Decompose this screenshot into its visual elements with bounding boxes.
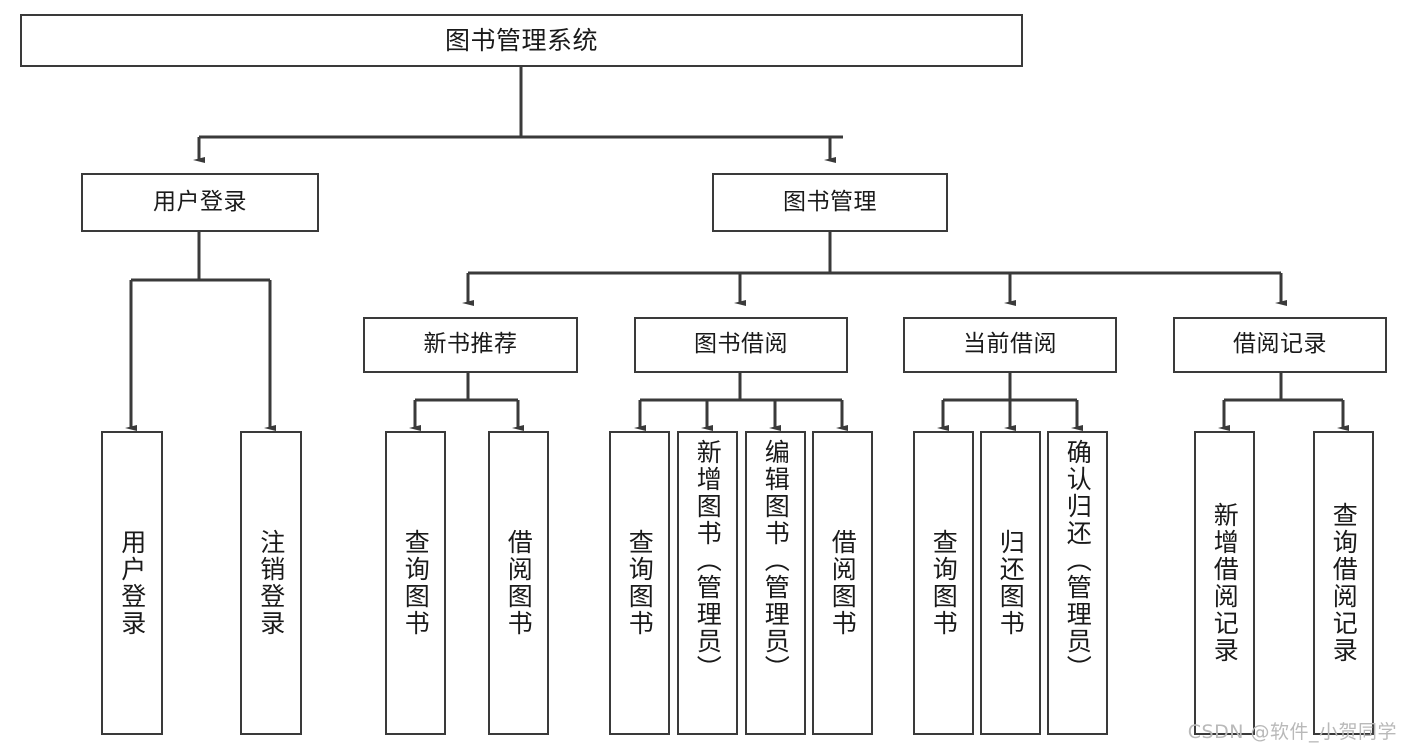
node-leaf-query-book-1[interactable]: 查询图书 [385, 431, 446, 735]
node-label: 用户登录 [117, 529, 147, 637]
node-label: 图书管理系统 [444, 25, 598, 55]
node-label: 图书管理 [783, 188, 877, 215]
node-leaf-confirm-return[interactable]: 确认归还（管理员） [1047, 431, 1108, 735]
node-book-management[interactable]: 图书管理 [712, 173, 948, 232]
node-label: 查询图书 [625, 529, 655, 637]
node-label: 新增图书（管理员） [693, 439, 723, 682]
node-new-book-recommend[interactable]: 新书推荐 [363, 317, 578, 373]
node-leaf-query-book-2[interactable]: 查询图书 [609, 431, 670, 735]
node-leaf-add-book[interactable]: 新增图书（管理员） [677, 431, 738, 735]
node-label: 借阅记录 [1233, 331, 1327, 358]
node-label: 编辑图书（管理员） [761, 439, 791, 682]
node-leaf-edit-book[interactable]: 编辑图书（管理员） [745, 431, 806, 735]
node-label: 用户登录 [153, 188, 247, 215]
node-label: 图书借阅 [694, 331, 788, 358]
node-label: 归还图书 [996, 529, 1026, 637]
node-borrow-record[interactable]: 借阅记录 [1173, 317, 1387, 373]
node-label: 查询借阅记录 [1329, 502, 1359, 664]
node-label: 新增借阅记录 [1210, 502, 1240, 664]
node-current-borrow[interactable]: 当前借阅 [903, 317, 1117, 373]
node-label: 借阅图书 [504, 529, 534, 637]
node-label: 确认归还（管理员） [1063, 439, 1093, 682]
node-leaf-logout-login[interactable]: 注销登录 [240, 431, 302, 735]
node-label: 当前借阅 [963, 331, 1057, 358]
node-label: 注销登录 [256, 529, 286, 637]
watermark-text: CSDN @软件_小贺同学 [1187, 721, 1397, 743]
node-label: 借阅图书 [828, 529, 858, 637]
node-leaf-borrow-book-1[interactable]: 借阅图书 [488, 431, 549, 735]
node-label: 查询图书 [929, 529, 959, 637]
node-leaf-user-login[interactable]: 用户登录 [101, 431, 163, 735]
node-leaf-query-book-3[interactable]: 查询图书 [913, 431, 974, 735]
node-leaf-add-record[interactable]: 新增借阅记录 [1194, 431, 1255, 735]
node-label: 新书推荐 [423, 331, 518, 358]
node-root-book-management-system[interactable]: 图书管理系统 [20, 14, 1023, 67]
node-leaf-borrow-book-2[interactable]: 借阅图书 [812, 431, 873, 735]
node-label: 查询图书 [401, 529, 431, 637]
node-book-borrow[interactable]: 图书借阅 [634, 317, 848, 373]
node-leaf-return-book[interactable]: 归还图书 [980, 431, 1041, 735]
node-leaf-query-record[interactable]: 查询借阅记录 [1313, 431, 1374, 735]
node-user-login[interactable]: 用户登录 [81, 173, 319, 232]
